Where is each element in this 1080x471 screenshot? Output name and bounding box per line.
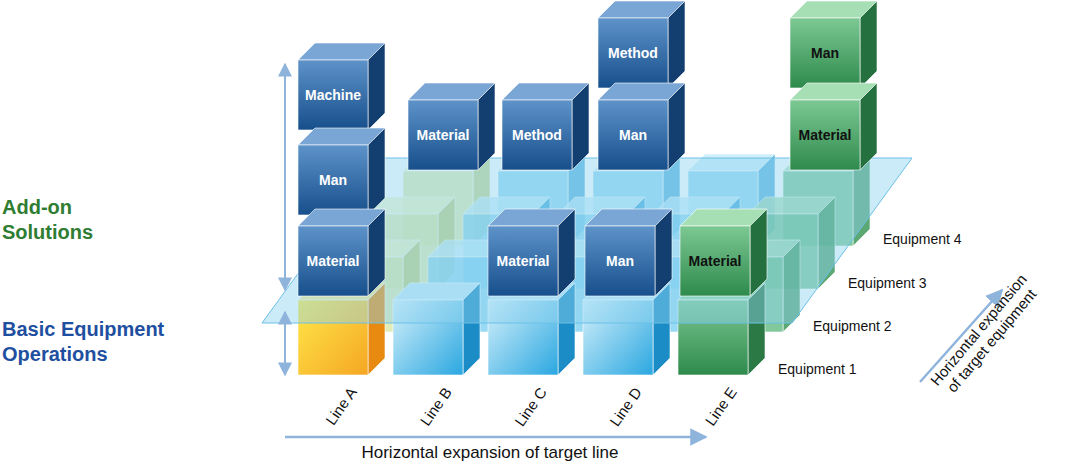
- cube-front: [298, 60, 368, 130]
- solution-cube: Machine: [298, 43, 385, 130]
- cube-front: [298, 226, 368, 296]
- cube-label: Material: [799, 127, 852, 143]
- cube-front: [790, 18, 860, 88]
- cube-outline: [790, 83, 877, 170]
- cube-outline: [598, 83, 685, 170]
- cube-face: Method: [598, 18, 668, 88]
- solution-cube: Man: [598, 83, 685, 170]
- cube-face: Material: [298, 226, 368, 296]
- solution-cube: Material: [408, 83, 495, 170]
- layer-heading: Add-on Solutions: [2, 195, 152, 245]
- equipment-label: Equipment 1: [778, 361, 857, 377]
- cube-face: Man: [298, 145, 368, 215]
- cube-front: [298, 145, 368, 215]
- line-label: Line A: [322, 384, 360, 428]
- cube-label: Man: [319, 172, 347, 188]
- solution-cube: Man: [790, 1, 877, 88]
- cube-front: [488, 226, 558, 296]
- solution-cube: Method: [598, 1, 685, 88]
- cube-label: Man: [606, 253, 634, 269]
- equipment-label: Equipment 2: [813, 318, 892, 334]
- axis-label: Horizontal expansion of target equipment: [924, 266, 1047, 403]
- line-label: Line D: [606, 384, 645, 429]
- cube-front: [790, 100, 860, 170]
- solution-cube: Material: [680, 209, 767, 296]
- cube-label: Material: [307, 253, 360, 269]
- cube-side: [368, 43, 385, 130]
- equipment-label: Equipment 4: [883, 231, 962, 247]
- cube-outline: [585, 209, 672, 296]
- line-axis-arrow: [285, 436, 706, 439]
- cube-face: Method: [502, 100, 572, 170]
- cube-side: [860, 83, 877, 170]
- cube-front: [598, 18, 668, 88]
- cube-outline: [598, 1, 685, 88]
- cube-side: [860, 1, 877, 88]
- solution-cube: Man: [298, 128, 385, 215]
- cube-label: Method: [608, 45, 658, 61]
- axis-label: Horizontal expansion of target line: [361, 443, 618, 463]
- cube-outline: [298, 43, 385, 130]
- cube-label: Method: [512, 127, 562, 143]
- cube-face: Material: [408, 100, 478, 170]
- cube-label: Man: [619, 127, 647, 143]
- solution-cube: Material: [298, 209, 385, 296]
- cube-label: Material: [497, 253, 550, 269]
- equipment-label: Equipment 3: [848, 275, 927, 291]
- cube-front: [598, 100, 668, 170]
- addon-arrow: [284, 64, 286, 290]
- cube-side: [750, 209, 767, 296]
- solution-cube: Material: [790, 83, 877, 170]
- cube-outline: [790, 1, 877, 88]
- cube-outline: [408, 83, 495, 170]
- cube-front: [680, 226, 750, 296]
- cube-side: [655, 209, 672, 296]
- cube-face: Machine: [298, 60, 368, 130]
- cube-outline: [298, 209, 385, 296]
- cube-label: Machine: [305, 87, 361, 103]
- cube-front: [408, 100, 478, 170]
- cube-side: [478, 83, 495, 170]
- cube-face: Material: [680, 226, 750, 296]
- cube-face: Material: [488, 226, 558, 296]
- solution-cube: Material: [488, 209, 575, 296]
- cube-face: Man: [585, 226, 655, 296]
- layer-heading: Basic Equipment Operations: [2, 317, 222, 367]
- line-label: Line B: [417, 384, 455, 429]
- cube-side: [558, 209, 575, 296]
- cube-front: [502, 100, 572, 170]
- cube-side: [668, 1, 685, 88]
- cube-face: Material: [790, 100, 860, 170]
- cube-face: Man: [598, 100, 668, 170]
- solution-cube: Man: [585, 209, 672, 296]
- cube-outline: [680, 209, 767, 296]
- line-label: Line C: [511, 384, 550, 429]
- cube-outline: [488, 209, 575, 296]
- cube-label: Man: [811, 45, 839, 61]
- cube-label: Material: [689, 253, 742, 269]
- cube-label: Material: [417, 127, 470, 143]
- basic-arrow: [284, 312, 286, 375]
- line-label: Line E: [702, 384, 740, 429]
- cube-side: [368, 128, 385, 215]
- cube-side: [368, 209, 385, 296]
- solution-cube: Method: [502, 83, 589, 170]
- cube-outline: [298, 128, 385, 215]
- cube-face: Man: [790, 18, 860, 88]
- cube-outline: [502, 83, 589, 170]
- cube-front: [585, 226, 655, 296]
- cube-side: [572, 83, 589, 170]
- cube-side: [668, 83, 685, 170]
